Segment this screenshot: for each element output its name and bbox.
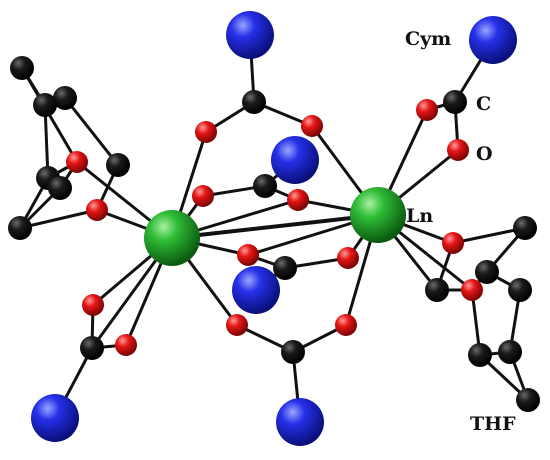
carbon-atom-cBL: [80, 336, 104, 360]
ln-label: Ln: [406, 205, 433, 227]
oxygen-atom-oBC2: [335, 314, 357, 336]
carbon-atom-tl3: [53, 86, 77, 110]
oxygen-atom-oM3: [237, 244, 259, 266]
oxygen-atom-oTR2: [447, 139, 469, 161]
oxygen-atom-oBL1: [82, 294, 104, 316]
cym-atom-cymBL: [31, 394, 79, 442]
carbon-atom-tr6: [498, 340, 522, 364]
bond-ln1-ln2: [170, 213, 380, 240]
carbon-atom-cMid: [253, 174, 277, 198]
cym-atom-cymMid: [271, 136, 319, 184]
oxygen-atom-oTHF2: [86, 199, 108, 221]
carbon-atom-tr2: [475, 260, 499, 284]
carbon-atom-cTR: [443, 90, 467, 114]
cym-atom-cymMid2: [232, 266, 280, 314]
carbon-atom-tr7: [516, 388, 540, 412]
oxygen-atom-oTL: [195, 121, 217, 143]
oxygen-atom-oBL2: [115, 334, 137, 356]
oxygen-atom-oTR: [301, 115, 323, 137]
cym-label: Cym: [405, 28, 451, 50]
oxygen-atom-oTR1: [416, 99, 438, 121]
ln-atom-ln1: [144, 210, 200, 266]
oxygen-atom-oM1: [192, 185, 214, 207]
carbon-label: C: [476, 93, 491, 115]
carbon-atom-tl6: [106, 153, 130, 177]
ln-atom-ln2: [350, 187, 406, 243]
bond-tl2-tl4: [43, 103, 50, 180]
oxygen-atom-oM2: [287, 189, 309, 211]
bond-tl3-tl6: [63, 96, 120, 167]
cym-atom-cymTR: [469, 16, 517, 64]
carbon-atom-tr1: [513, 216, 537, 240]
oxygen-atom-oM4: [337, 247, 359, 269]
carbon-atom-tr4: [508, 278, 532, 302]
carbon-atom-tr3: [425, 278, 449, 302]
bond-tl5-oTHF2: [18, 208, 99, 230]
atoms-layer: [8, 11, 540, 446]
oxygen-atom-oTHFR2: [461, 279, 483, 301]
carbon-atom-tl5: [8, 216, 32, 240]
carbon-atom-tl1: [10, 56, 34, 80]
cym-atom-cymTop: [226, 11, 274, 59]
carbon-atom-tl7: [48, 176, 72, 200]
oxygen-atom-oBC1: [226, 314, 248, 336]
oxygen-atom-oTHF1: [66, 151, 88, 173]
carbon-atom-tr5: [468, 343, 492, 367]
cym-atom-cymBC: [276, 398, 324, 446]
bond-tr1-oTHFR1: [451, 226, 527, 245]
carbon-atom-cTop: [242, 90, 266, 114]
carbon-atom-cM2: [273, 256, 297, 280]
carbon-atom-tl2: [33, 93, 57, 117]
oxygen-atom-oTHFR1: [442, 232, 464, 254]
oxygen-label: O: [476, 143, 493, 165]
thf-label: THF: [470, 413, 516, 435]
carbon-atom-cBC: [281, 340, 305, 364]
